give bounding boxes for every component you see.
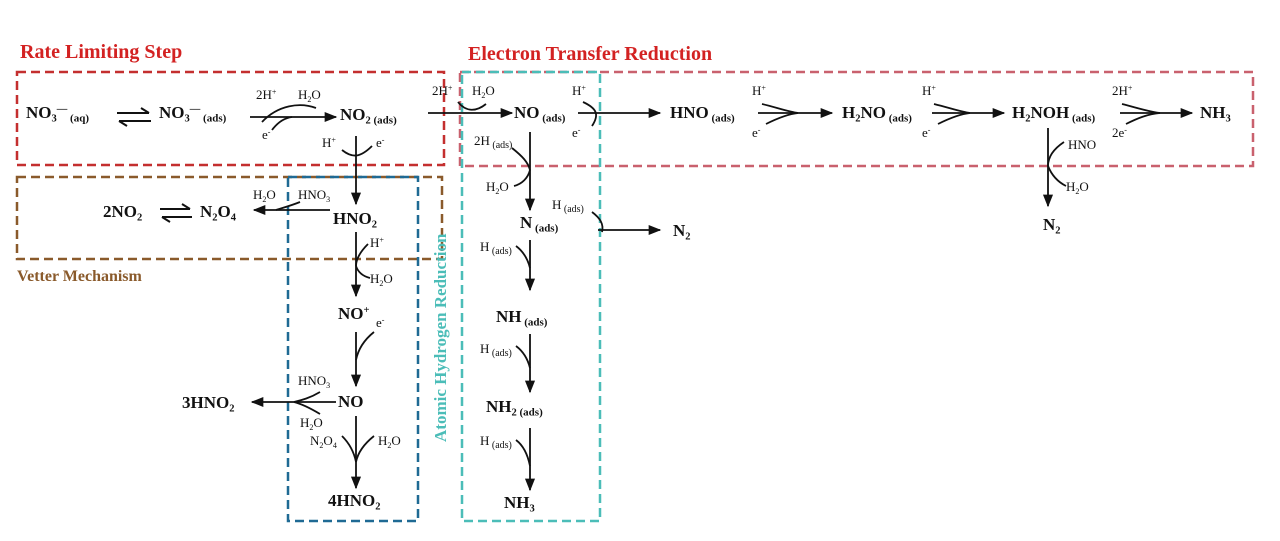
reagent-h2o-12: H2O <box>300 415 323 432</box>
electron-transfer-box <box>458 70 1255 168</box>
reagent-h2o-13: H2O <box>378 433 401 450</box>
species-nh3-bottom: NH3 <box>504 493 535 515</box>
reagent-h-plus-10: H+ <box>370 235 384 250</box>
vetter-mechanism-title: Vetter Mechanism <box>17 268 142 285</box>
reagent-h-plus-6: H+ <box>922 83 936 98</box>
reagent-e-11: e- <box>376 315 385 330</box>
curve-h2o-14 <box>513 169 531 187</box>
curve-h-18 <box>515 439 531 467</box>
rate-limiting-box <box>15 70 446 167</box>
reagent-e-6: e- <box>922 125 931 140</box>
reagent-e-4: e- <box>572 125 581 140</box>
species-n2o4: N2O4 <box>200 202 237 224</box>
curve-hno-8 <box>1047 141 1065 167</box>
species-nh2-ads: NH2 (ads) <box>486 397 543 419</box>
reagent-2h-ads-14: 2H (ads) <box>474 133 513 151</box>
curve-e-in-6 <box>937 112 971 125</box>
reagent-h-ads-16: H (ads) <box>480 239 512 257</box>
curve-h-in-4 <box>582 101 597 127</box>
species-no: NO <box>338 392 364 411</box>
reagent-hno3-12: HNO3 <box>298 373 331 390</box>
species-hno-ads: HNO (ads) <box>670 103 735 125</box>
curve-hno3-9 <box>275 201 301 211</box>
curve-h-15 <box>591 211 604 233</box>
species-h2noh-ads: H2NOH (ads) <box>1012 103 1096 125</box>
reagent-e-1: e- <box>262 127 271 142</box>
species-2no2: 2NO2 <box>103 202 143 224</box>
curve-n2o4-13 <box>341 435 357 463</box>
curve-2e-in-7 <box>1125 112 1161 125</box>
species-no-plus: NO+ <box>338 304 370 323</box>
reagent-hno3-9: HNO3 <box>298 187 331 204</box>
species-3hno2: 3HNO2 <box>182 393 235 415</box>
species-n-ads: N (ads) <box>520 213 559 235</box>
species-h2no-ads: H2NO (ads) <box>842 103 912 125</box>
reagent-h2o-9: H2O <box>253 187 276 204</box>
reagent-h-plus-5: H+ <box>752 83 766 98</box>
vetter-box <box>15 175 444 261</box>
atomic-hydrogen-title: Atomic Hydrogen Reduction <box>431 233 450 442</box>
species-no-ads: NO (ads) <box>514 103 566 125</box>
reagent-h2o-10: H2O <box>370 271 393 288</box>
rate-limiting-title: Rate Limiting Step <box>20 41 183 63</box>
species-no2-ads: NO2 (ads) <box>340 105 397 127</box>
reagent-h2o-8: H2O <box>1066 179 1089 196</box>
species-n2-mid: N2 <box>673 221 691 243</box>
curve-hplus-10 <box>355 243 369 267</box>
curve-h-17 <box>515 345 531 369</box>
curve-2h-14 <box>511 147 531 171</box>
species-nh3-top: NH3 <box>1200 103 1231 125</box>
reagent-2h-plus-3: 2H+ <box>432 83 453 98</box>
curve-h2o-10 <box>355 265 371 279</box>
curve-h-16 <box>515 245 531 269</box>
species-4hno2: 4HNO2 <box>328 491 381 513</box>
reagent-h-ads-18: H (ads) <box>480 433 512 451</box>
curve-e-in-5 <box>765 112 799 125</box>
species-nh-ads: NH (ads) <box>496 307 548 329</box>
reagent-2h-plus-1: 2H+ <box>256 87 277 102</box>
curve-h-in-1 <box>261 104 317 123</box>
curve-2h-in-3 <box>457 101 487 111</box>
reagent-2e-7: 2e- <box>1112 125 1127 140</box>
electron-transfer-title: Electron Transfer Reduction <box>468 43 713 65</box>
reagent-h-plus-4: H+ <box>572 83 586 98</box>
equilibrium-arrows-1 <box>117 107 151 127</box>
reagent-2h-plus-7: 2H+ <box>1112 83 1133 98</box>
reagent-e-2: e- <box>376 135 385 150</box>
curve-hplus-e-2 <box>341 145 373 157</box>
reagent-hno-8: HNO <box>1068 137 1097 152</box>
curve-e-in-1 <box>271 116 293 131</box>
species-no3-ads: NO3— (ads) <box>159 103 227 125</box>
species-no3-aq: NO3— (aq) <box>26 103 89 125</box>
curve-h2o-out-8 <box>1047 165 1067 187</box>
reagent-h-ads-17: H (ads) <box>480 341 512 359</box>
nitrous-acid-box <box>286 175 420 523</box>
reagent-e-5: e- <box>752 125 761 140</box>
reagent-h2o-1: H2O <box>298 87 321 104</box>
reagent-h2o-3: H2O <box>472 83 495 100</box>
species-hno2: HNO2 <box>333 209 377 231</box>
curve-e-11 <box>355 331 375 361</box>
species-n2-right: N2 <box>1043 215 1061 237</box>
reagent-n2o4-13: N2O4 <box>310 433 337 450</box>
curve-h2o-13 <box>355 435 375 463</box>
equilibrium-arrows-2 <box>160 203 192 223</box>
reagent-h2o-14: H2O <box>486 179 509 196</box>
reagent-h-plus-2: H+ <box>322 135 336 150</box>
curve-hno3-12 <box>293 391 321 403</box>
reagent-h-ads-15: H (ads) <box>552 197 584 215</box>
curve-h2o-12 <box>293 401 321 415</box>
